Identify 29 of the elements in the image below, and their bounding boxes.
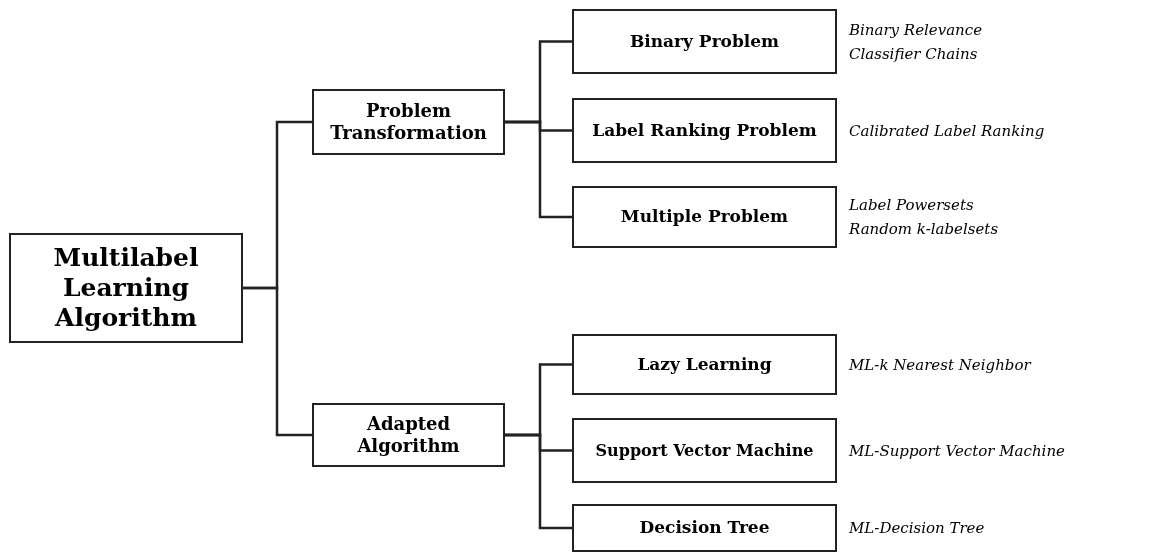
box-label: Lazy Learning [637, 352, 772, 376]
category-box [572, 186, 837, 248]
method-name: Label Powersets [849, 195, 975, 215]
category-box [9, 233, 243, 343]
category-box [572, 334, 837, 395]
box-label: Multiple Problem [620, 205, 789, 229]
box-label: Multilabel Learning Algorithm [52, 243, 200, 333]
box-label: Adapted Algorithm [356, 413, 461, 457]
method-name: Classifier Chains [849, 43, 979, 64]
method-name: Binary Relevance [849, 19, 983, 40]
category-box [312, 89, 505, 155]
box-label: Binary Problem [629, 29, 780, 53]
method-name: Random k-labelsets [849, 219, 999, 239]
category-box [572, 98, 837, 163]
connector-line [505, 120, 572, 219]
method-name: ML-k Nearest Neighbor [849, 354, 1031, 375]
connector-line [243, 286, 312, 437]
box-label: Support Vector Machine [595, 439, 814, 462]
box-label: Problem Transformation [329, 100, 488, 144]
category-box [312, 403, 505, 467]
category-box [572, 418, 837, 483]
method-name: ML-Decision Tree [849, 518, 985, 538]
category-box [572, 9, 837, 74]
connector-line [505, 433, 572, 530]
box-label: Decision Tree [639, 516, 770, 540]
method-name: Calibrated Label Ranking [849, 120, 1045, 141]
method-name: ML-Support Vector Machine [849, 440, 1065, 461]
category-box [572, 504, 837, 552]
box-label: Label Ranking Problem [592, 118, 817, 142]
